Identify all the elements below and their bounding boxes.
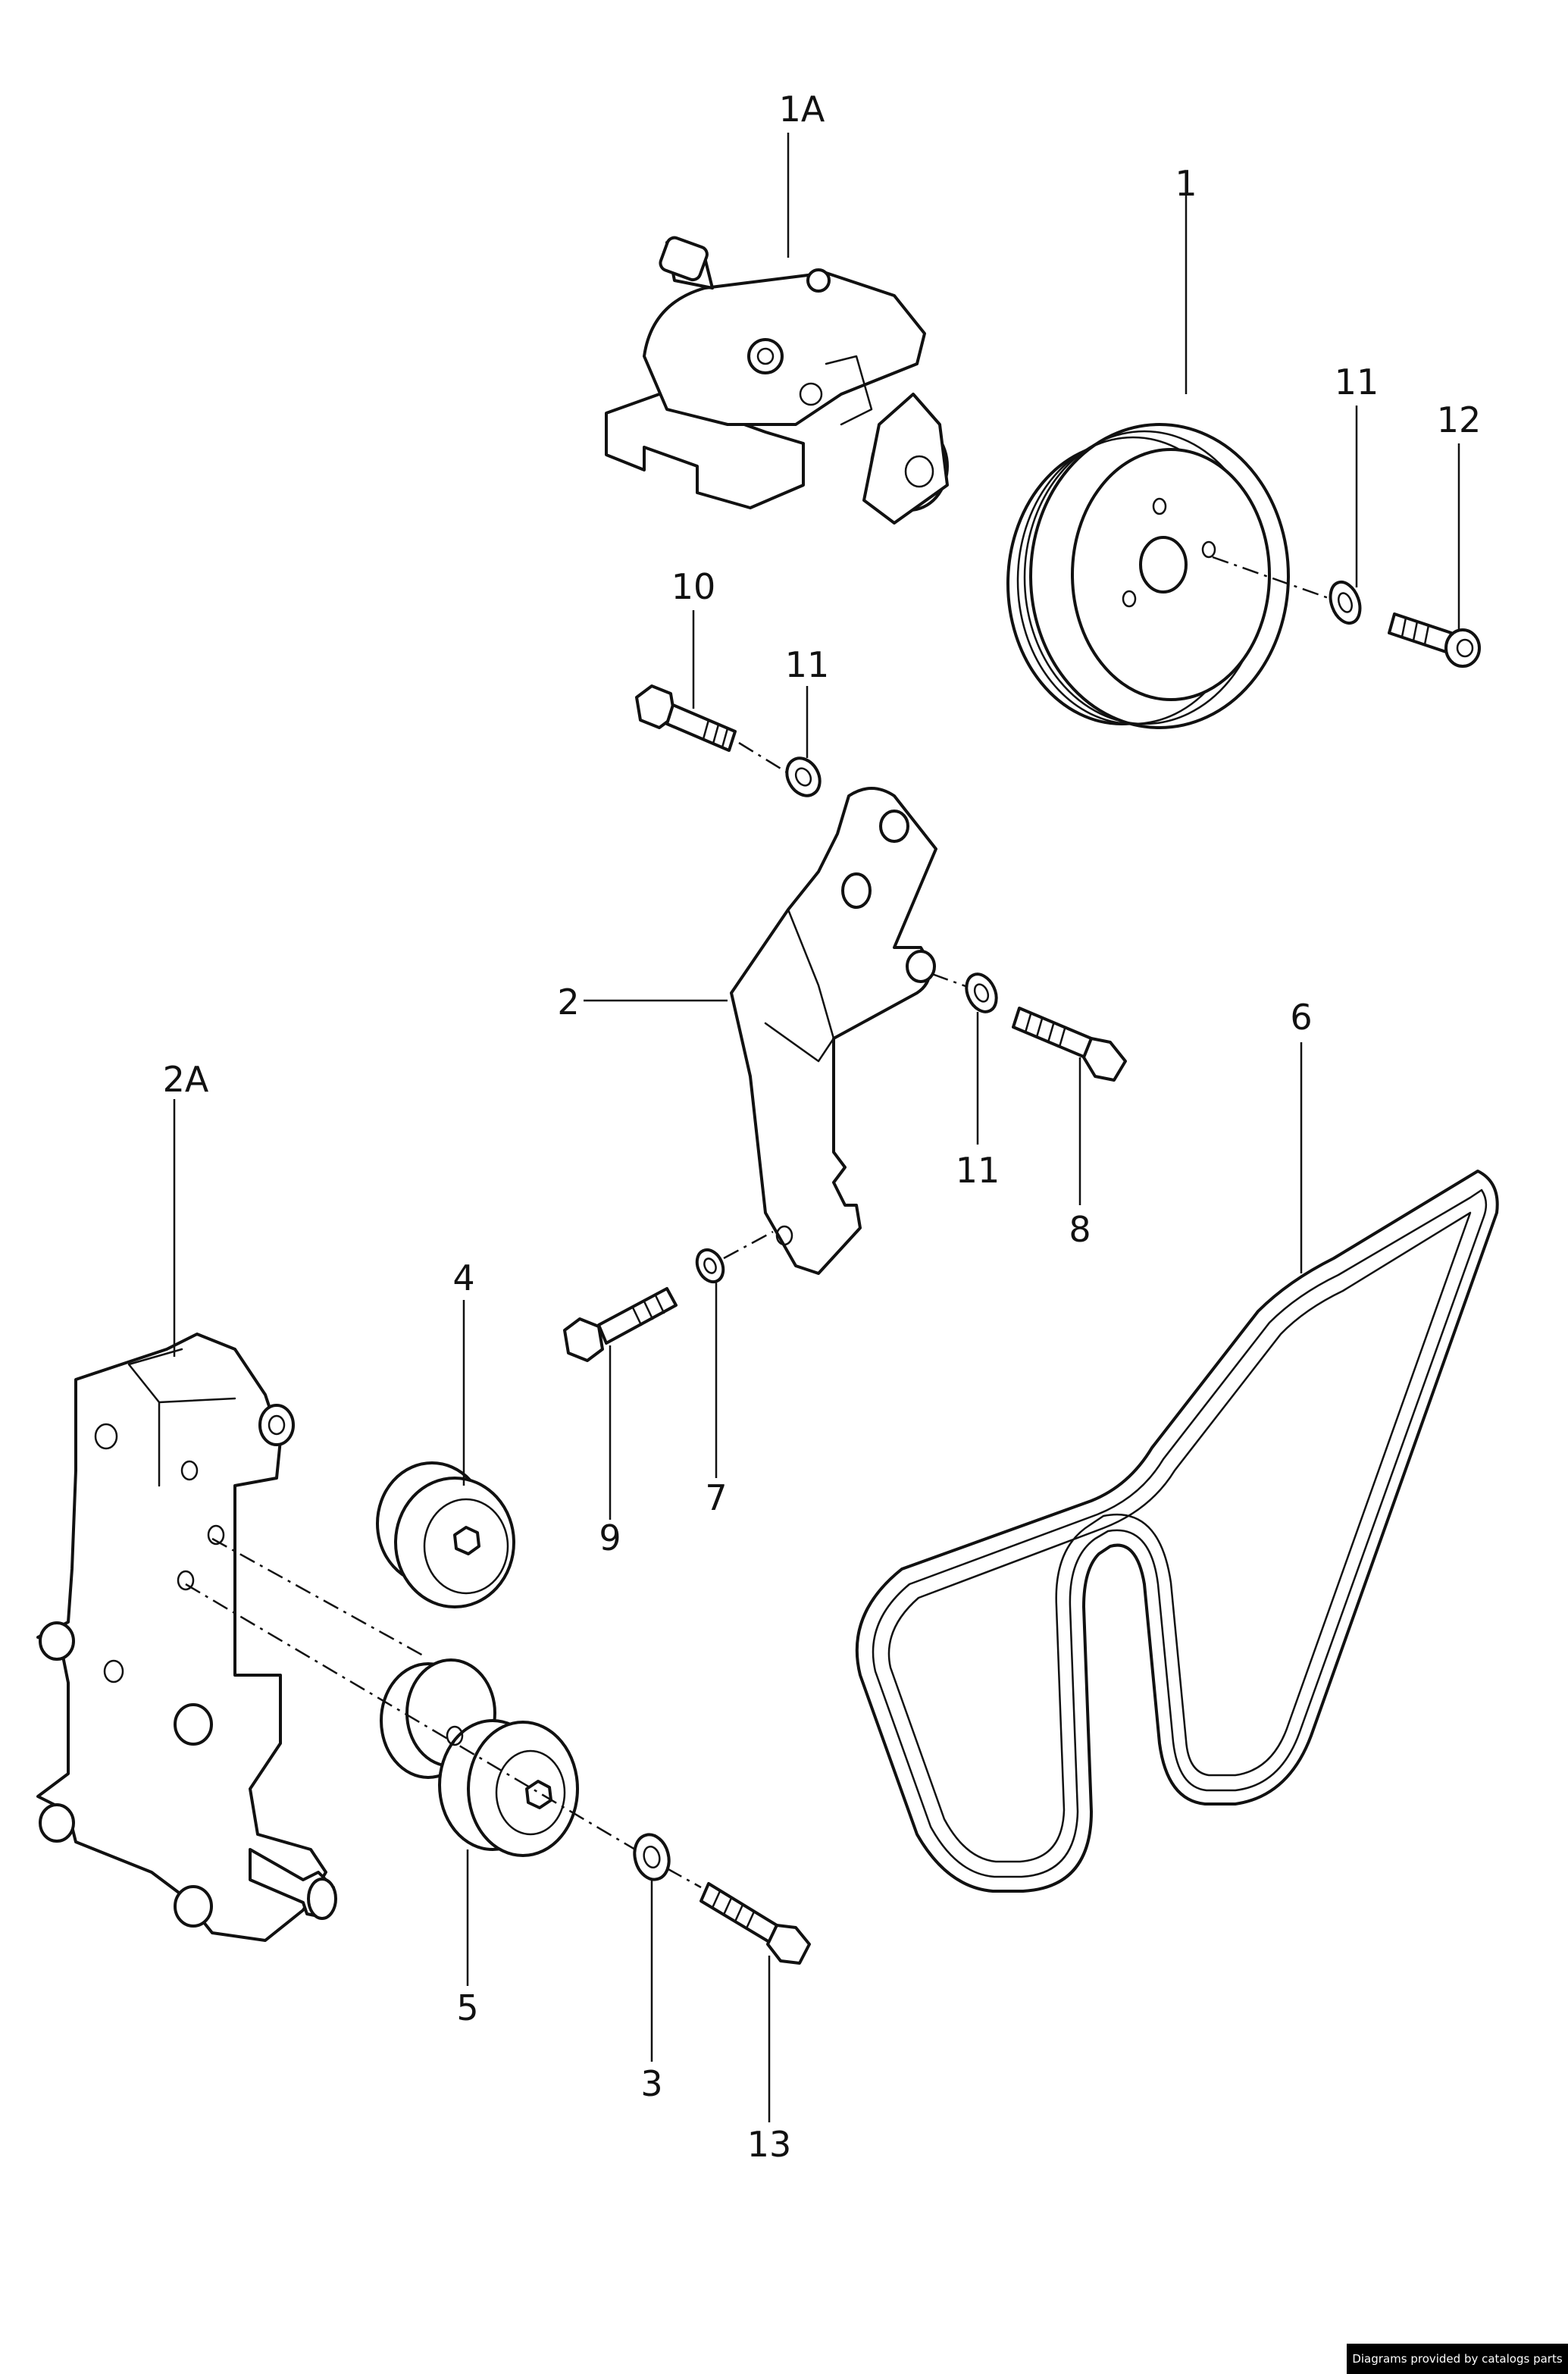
callout-2: 2	[557, 982, 579, 1023]
tensioner-axis-line-upper	[211, 1537, 425, 1658]
callout-10: 10	[671, 566, 716, 607]
bolt-8	[1012, 1007, 1127, 1082]
drive-belt	[855, 1170, 1499, 1893]
bolt-12	[1388, 612, 1481, 668]
footer-credit: Diagrams provided by catalogs parts	[1347, 2344, 1568, 2374]
callout-13: 13	[747, 2124, 792, 2165]
callout-4: 4	[452, 1257, 474, 1298]
bolt-13	[699, 1882, 811, 1965]
washer-7	[695, 1248, 725, 1284]
idler-pulley	[376, 1461, 515, 1608]
callout-1A: 1A	[779, 89, 825, 130]
tensioner-bracket	[36, 1333, 337, 1942]
washer-3	[633, 1833, 671, 1881]
callout-7: 7	[705, 1477, 727, 1518]
tensioner-axis-line-lower	[185, 1583, 649, 1859]
pump-pulley	[1006, 423, 1290, 729]
callout-3: 3	[640, 2063, 662, 2104]
pulley-axis-line	[1212, 556, 1342, 604]
bracket-axis-line-bottom	[723, 1230, 774, 1260]
callout-6: 6	[1290, 997, 1312, 1038]
callout-5: 5	[456, 1987, 478, 2028]
washer-11-right	[965, 972, 998, 1013]
mounting-bracket	[730, 787, 937, 1275]
callout-8: 8	[1069, 1209, 1091, 1250]
callout-9: 9	[599, 1517, 621, 1558]
washer-11-middle	[785, 756, 822, 797]
callout-12: 12	[1437, 399, 1482, 440]
bolt-9	[563, 1287, 678, 1362]
callout-11-middle: 11	[785, 644, 830, 685]
bolt-10	[635, 684, 737, 752]
tensioner-pulley	[380, 1658, 579, 1857]
callout-2A: 2A	[163, 1059, 209, 1100]
washer-11-top	[1329, 580, 1362, 625]
callout-1: 1	[1175, 163, 1197, 204]
washer-3-axis-line	[666, 1867, 702, 1889]
callout-11-right: 11	[956, 1150, 1000, 1191]
power-steering-pump	[605, 236, 949, 525]
leader-lines	[173, 133, 1460, 2122]
callout-11-top: 11	[1335, 362, 1379, 402]
bolt-10-axis-line	[738, 741, 789, 775]
